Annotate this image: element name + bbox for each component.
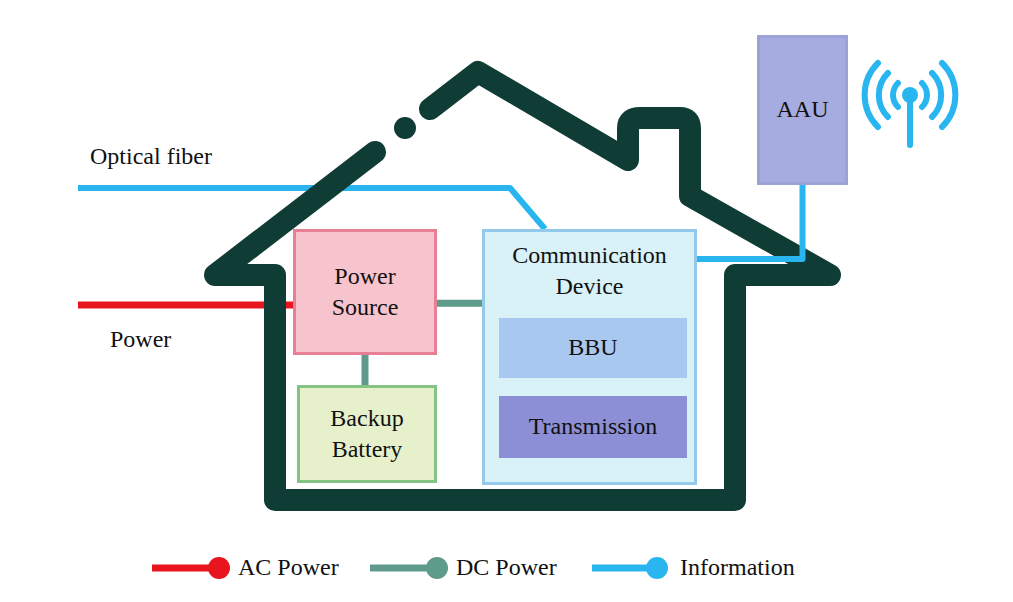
legend-line	[370, 565, 430, 572]
legend-swatch	[152, 557, 230, 579]
dc-power-link	[437, 300, 482, 307]
legend-line	[152, 565, 212, 572]
information-link	[697, 185, 803, 259]
communication-device-box: Communication DeviceBBU Transmission	[482, 229, 697, 485]
antenna-icon	[865, 63, 956, 145]
power-label: Power	[110, 325, 171, 354]
fiber-label: Optical fiber	[90, 142, 212, 171]
node-text: Communication Device	[491, 240, 688, 302]
antenna-unit-box: AAU	[757, 35, 848, 185]
legend-dot	[646, 557, 668, 579]
bbu-box: BBU	[499, 318, 687, 378]
node-text: AAU	[777, 94, 829, 125]
legend-line	[592, 565, 650, 572]
legend-text: DC Power	[456, 553, 557, 582]
ac-power-line	[78, 302, 295, 309]
legend-text: AC Power	[238, 553, 339, 582]
node-text: Backup Battery	[306, 403, 428, 465]
node-text: BBU	[568, 332, 617, 363]
power-source-box: Power Source	[293, 229, 437, 355]
antenna-dot	[902, 87, 918, 103]
house-wall	[215, 72, 830, 500]
dc-power-link	[362, 355, 369, 385]
node-text: Transmission	[529, 411, 657, 442]
legend-dot	[426, 557, 448, 579]
roof-dot	[394, 117, 416, 139]
legend-swatch	[592, 557, 668, 579]
legend-text: Information	[680, 553, 795, 582]
backup-battery-box: Backup Battery	[297, 385, 437, 483]
transmission-box: Transmission	[499, 396, 687, 458]
legend-swatch	[370, 557, 448, 579]
node-text: Power Source	[302, 261, 428, 323]
legend-dot	[208, 557, 230, 579]
house-outline	[215, 72, 830, 500]
